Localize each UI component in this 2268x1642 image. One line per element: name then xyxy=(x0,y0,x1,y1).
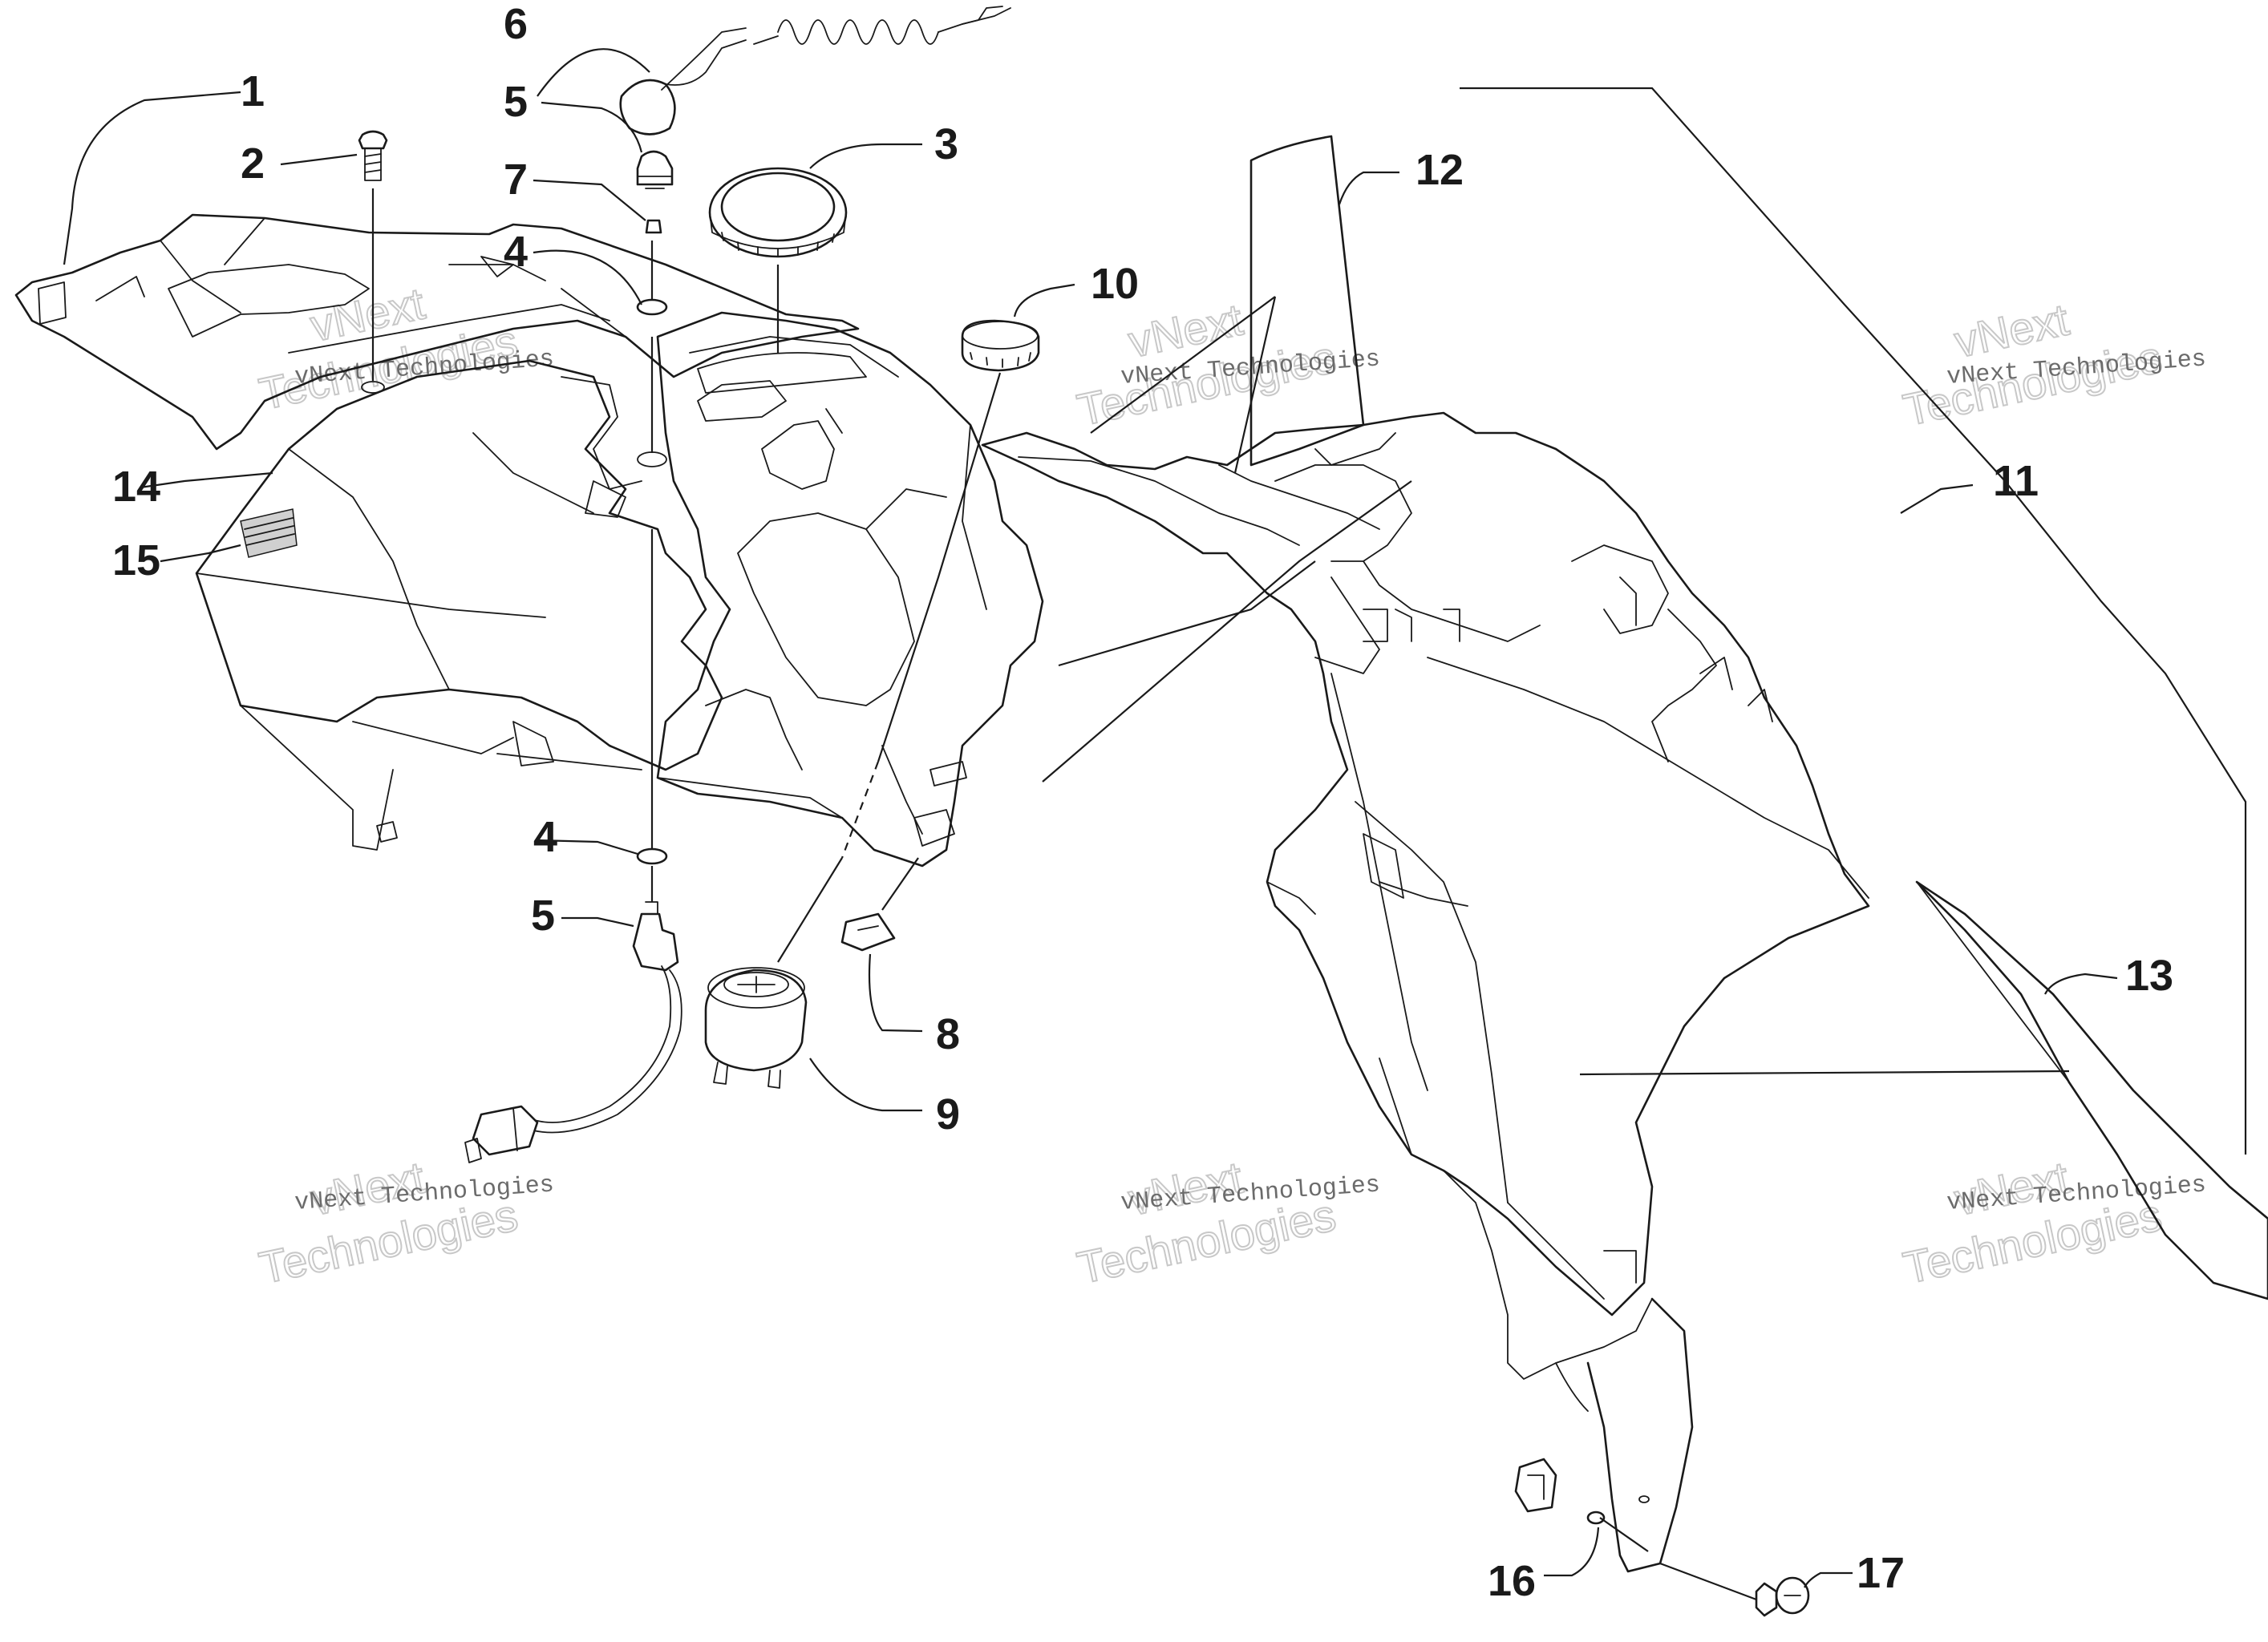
callout-7: 7 xyxy=(504,156,528,204)
callout-4: 4 xyxy=(533,813,557,861)
callout-17: 17 xyxy=(1857,1549,1905,1597)
callout-15: 15 xyxy=(112,536,160,584)
upper-console-part xyxy=(14,213,860,451)
coil-spring-icon xyxy=(753,6,1011,45)
center-console-part xyxy=(496,311,1044,868)
harness-bracket-part xyxy=(561,376,642,518)
lock-ring-part xyxy=(708,167,848,258)
cap-tether-part xyxy=(619,6,1011,135)
side-panel-part xyxy=(1915,880,2268,1300)
callout-8: 8 xyxy=(936,1010,960,1058)
callout-6: 6 xyxy=(504,0,528,48)
callout-16: 16 xyxy=(1488,1557,1536,1605)
mount-hole xyxy=(637,451,667,467)
clip-part xyxy=(840,912,896,952)
dash-panel-part xyxy=(195,359,723,851)
callout-5: 5 xyxy=(531,892,555,940)
fastener-screw-part xyxy=(1755,1576,1810,1617)
callout-10: 10 xyxy=(1091,260,1139,308)
washer-lower-part xyxy=(636,847,668,865)
bolt-part xyxy=(358,130,388,181)
callout-4: 4 xyxy=(504,228,528,276)
mount-hole xyxy=(361,381,385,394)
right-cowl-part xyxy=(981,135,1870,1573)
leader-lines xyxy=(63,48,2118,1601)
callout-1: 1 xyxy=(241,67,265,115)
callout-2: 2 xyxy=(241,140,265,188)
callout-12: 12 xyxy=(1415,146,1464,194)
callout-9: 9 xyxy=(936,1090,960,1138)
bracket-outline-part xyxy=(1042,87,2247,1155)
callout-11: 11 xyxy=(1993,457,2039,505)
push-clip-part xyxy=(1514,1458,1606,1525)
switch-harness-part xyxy=(464,901,682,1163)
watermark-group: vNext Technologies vNext Technologies vN… xyxy=(254,277,2207,1294)
grommet-part xyxy=(961,319,1040,372)
switch-module-part xyxy=(704,967,808,1089)
washer-upper-part xyxy=(636,298,668,316)
callout-5: 5 xyxy=(504,78,528,126)
knob-upper-part xyxy=(636,150,674,189)
callout-3: 3 xyxy=(934,120,958,168)
callout-labels: 1 2 3 4 4 5 5 6 7 8 9 10 11 12 13 14 15 … xyxy=(112,0,2173,1605)
callout-13: 13 xyxy=(2125,952,2173,1000)
callout-14: 14 xyxy=(112,463,160,511)
small-screw-part xyxy=(645,219,662,234)
decal-part xyxy=(240,508,298,558)
